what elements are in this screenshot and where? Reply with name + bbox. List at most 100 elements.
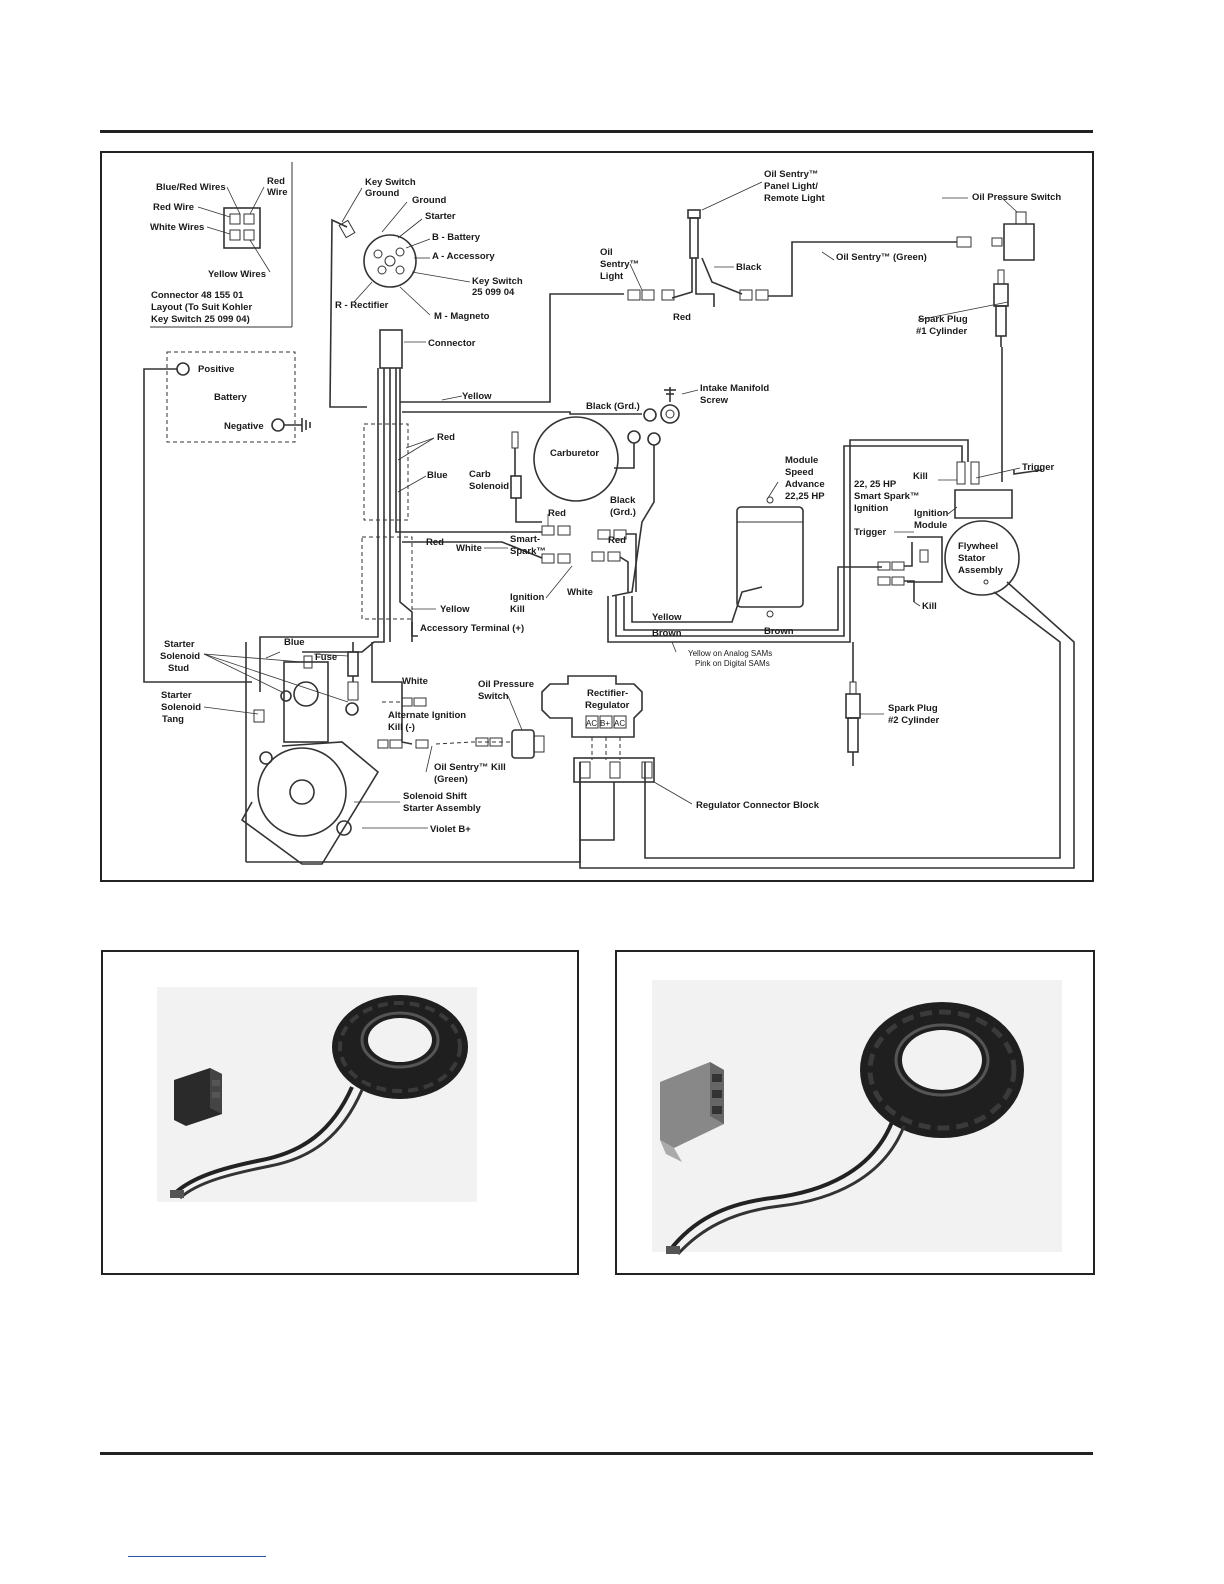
ignition-trigger-2: Trigger — [854, 527, 887, 538]
starter-white: White — [402, 676, 428, 687]
oil-kill-1: Oil Sentry™ Kill — [434, 762, 506, 773]
brown-label-2: Brown — [764, 626, 794, 637]
ignition-hp-3: Ignition — [854, 503, 888, 514]
stator-photo-right — [652, 980, 1062, 1256]
ignition-module-1: Ignition — [914, 508, 948, 519]
rectifier-regulator: Rectifier- Regulator AC B+ AC Regulator … — [541, 675, 820, 841]
yellow-label-3: Yellow — [652, 612, 682, 623]
bottom-link-underline — [128, 1556, 266, 1557]
carb-solenoid-1: Carb — [469, 469, 491, 480]
carburetor-area: Black (Grd.) Intake Manifold Screw Carbu… — [397, 383, 769, 597]
starter-stud-3: Stud — [168, 663, 189, 674]
carb-solenoid-2: Solenoid — [469, 481, 509, 492]
photo-panel-right — [615, 950, 1095, 1275]
regulator-block: Regulator Connector Block — [696, 800, 820, 811]
wiring-diagram-frame: Blue/Red Wires Red Wire White Wires Red … — [100, 151, 1094, 882]
starter-tang-1: Starter — [161, 690, 192, 701]
oil-switch-1: Oil Pressure — [478, 679, 534, 690]
battery-label: Battery — [214, 392, 247, 403]
module-loop: Module Speed Advance 22,25 HP Yellow Bro… — [607, 439, 969, 668]
spark-plug-1: Spark Plug #1 Cylinder — [916, 269, 1009, 482]
flywheel-1: Flywheel — [958, 541, 998, 552]
wire-harness: Yellow — [259, 293, 624, 692]
spark-plug-2: Spark Plug #2 Cylinder — [845, 642, 940, 766]
rectifier-term-ac2: AC — [614, 719, 625, 728]
starter-tang-2: Solenoid — [161, 702, 201, 713]
key-switch-part-2: 25 099 04 — [472, 287, 515, 298]
red-label-4: Red — [608, 535, 626, 546]
starter-stud-1: Starter — [164, 639, 195, 650]
smart-spark-1: Smart- — [510, 534, 540, 545]
black-grd2-1: Black — [610, 495, 636, 506]
spark-plug-2-label-2: #2 Cylinder — [888, 715, 940, 726]
oil-sentry-panel-2: Panel Light/ — [764, 181, 818, 192]
intake-label-1: Intake Manifold — [700, 383, 769, 394]
starter-assembly: Starter Solenoid Stud Starter Solenoid T… — [160, 637, 581, 865]
violet-b-plus: Violet B+ — [430, 824, 471, 835]
rectifier-name-1: Rectifier- — [587, 688, 628, 699]
ignition-kill-1: Ignition — [510, 592, 544, 603]
oil-sentry-green: Oil Sentry™ (Green) — [836, 252, 927, 263]
black-grd-label: Black (Grd.) — [586, 401, 640, 412]
rectifier-term-b: B+ — [600, 719, 610, 728]
starter-assembly-2: Starter Assembly — [403, 803, 482, 814]
starter-assembly-1: Solenoid Shift — [403, 791, 468, 802]
oil-sentry-panel-3: Remote Light — [764, 193, 826, 204]
key-switch-part-1: Key Switch — [472, 276, 523, 287]
white-label-1: White — [456, 543, 482, 554]
flywheel-2: Stator — [958, 553, 986, 564]
spark-plug-1-label-1: Spark Plug — [918, 314, 968, 325]
ignition-module-2: Module — [914, 520, 947, 531]
red-harness-label: Red — [437, 432, 455, 443]
terminal-ground: Ground — [412, 195, 446, 206]
intake-label-2: Screw — [700, 395, 729, 406]
stator-icon — [860, 1002, 1024, 1138]
white-label-2: White — [567, 587, 593, 598]
terminal-accessory: A - Accessory — [432, 251, 495, 262]
starter-fuse: Fuse — [315, 652, 337, 663]
connector-wire-yellow: Yellow Wires — [208, 269, 266, 280]
module-3: Advance — [785, 479, 825, 490]
wire-yellow-top: Yellow — [462, 391, 492, 402]
terminal-battery: B - Battery — [432, 232, 481, 243]
spark-plug-1-label-2: #1 Cylinder — [916, 326, 968, 337]
battery-positive: Positive — [198, 364, 234, 375]
terminal-rectifier: R - Rectifier — [335, 300, 389, 311]
oil-sentry-panel-1: Oil Sentry™ — [764, 169, 818, 180]
spark-plug-2-label-1: Spark Plug — [888, 703, 938, 714]
black-grd2-2: (Grd.) — [610, 507, 636, 518]
connector-wire-red: Red Wire — [153, 202, 194, 213]
red-label-2: Red — [548, 508, 566, 519]
connector-layout: Blue/Red Wires Red Wire White Wires Red … — [150, 162, 293, 328]
accessory-terminal: Accessory Terminal (+) — [420, 623, 524, 634]
oil-kill-2: (Green) — [434, 774, 468, 785]
battery-negative: Negative — [224, 421, 264, 432]
connector-wire-wire: Wire — [267, 187, 288, 198]
starter-blue: Blue — [284, 637, 305, 648]
ignition-module: 22, 25 HP Smart Spark™ Ignition Kill Tri… — [579, 461, 1075, 869]
carburetor-label: Carburetor — [550, 448, 599, 459]
module-2: Speed — [785, 467, 814, 478]
top-rule — [100, 130, 1093, 133]
sams-note-2: Pink on Digital SAMs — [695, 659, 770, 668]
stator-leads — [170, 1086, 364, 1200]
ignition-kill: Kill — [913, 471, 928, 482]
module-4: 22,25 HP — [785, 491, 825, 502]
connector-wire-blue-red: Blue/Red Wires — [156, 182, 226, 193]
stator-leads — [666, 1121, 906, 1256]
connector-caption-2: Layout (To Suit Kohler — [151, 302, 252, 313]
terminal-starter: Starter — [425, 211, 456, 222]
ignition-hp-1: 22, 25 HP — [854, 479, 897, 490]
oil-sentry-circuit: Oil Sentry™ Panel Light/ Remote Light Oi… — [600, 169, 1061, 323]
stator-icon — [332, 995, 468, 1099]
smart-spark-2: Spark™ — [510, 546, 546, 557]
photo-panel-left — [101, 950, 579, 1275]
alt-kill-2: Kill (-) — [388, 722, 415, 733]
rectifier-icon — [174, 1068, 222, 1126]
alt-kill-1: Alternate Ignition — [388, 710, 466, 721]
starter-stud-2: Solenoid — [160, 651, 200, 662]
key-switch-ground-1: Key Switch — [365, 177, 416, 188]
oil-sentry-red: Red — [673, 312, 691, 323]
connector-wire-red-top: Red — [267, 176, 285, 187]
oil-sentry-light-1: Oil — [600, 247, 613, 258]
